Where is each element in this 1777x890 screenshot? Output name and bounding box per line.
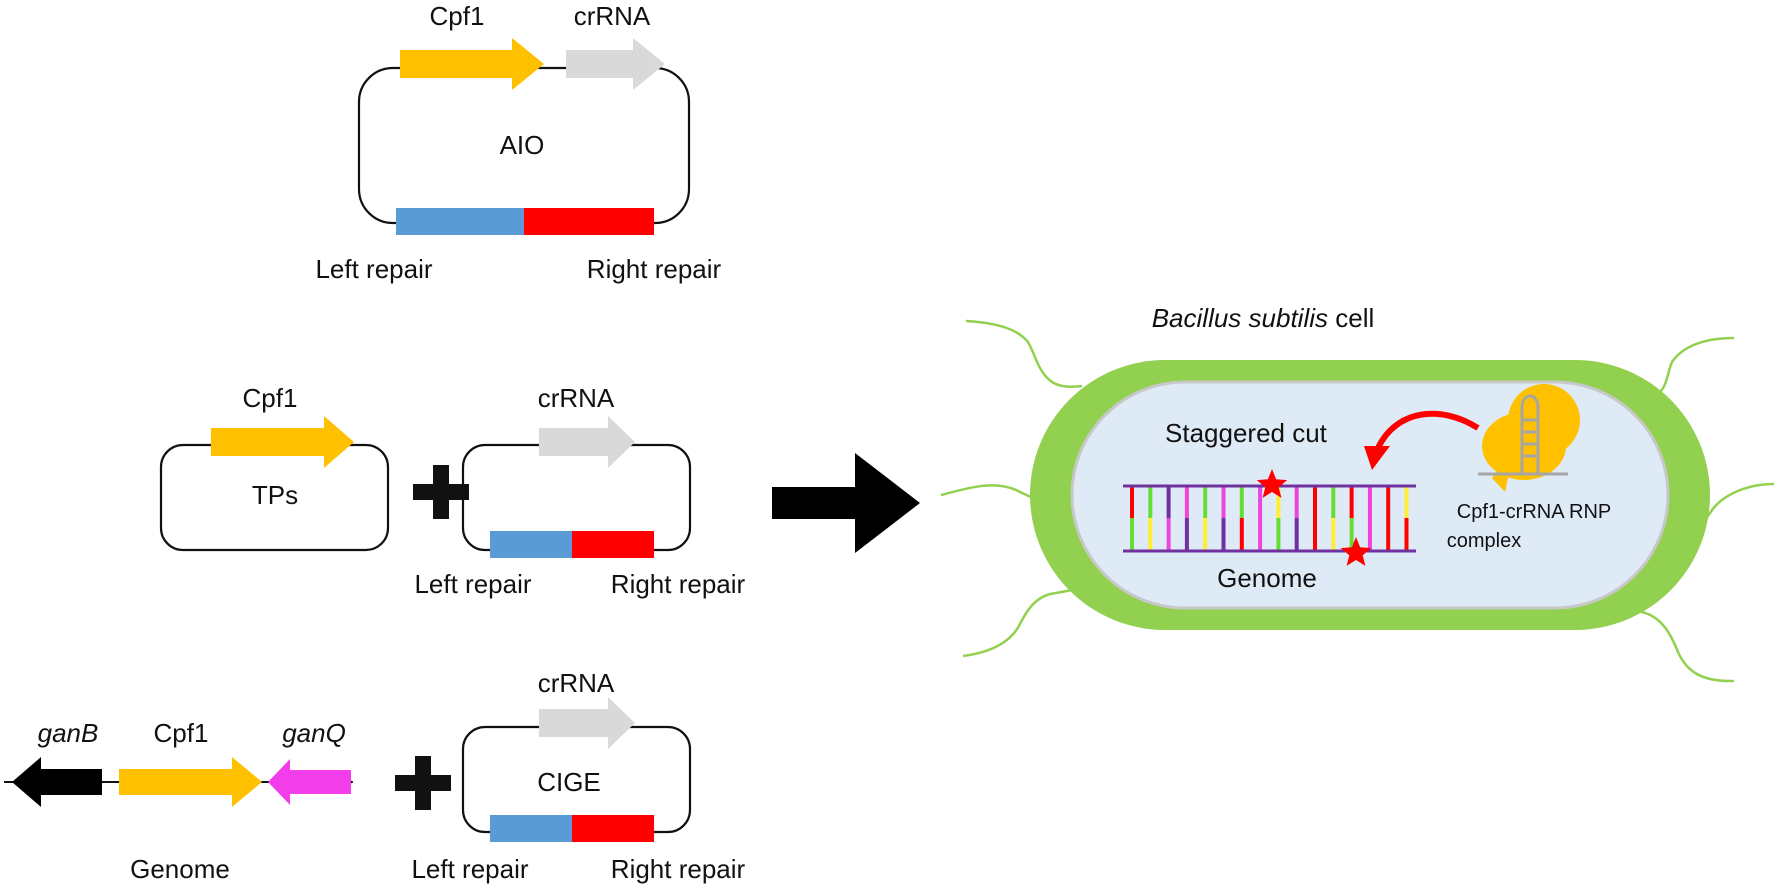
cige-right-repair-block (572, 815, 654, 842)
tps-cpf1-label: Cpf1 (243, 383, 298, 413)
aio-plasmid-group: Cpf1 crRNA AIO Left repair Right repair (315, 1, 721, 284)
staggered-cut-label: Staggered cut (1165, 418, 1328, 448)
tps-left-repair-label: Left repair (414, 569, 531, 599)
aio-right-repair-label: Right repair (587, 254, 722, 284)
cut-curved-arrow-body (1375, 410, 1480, 450)
rnp-label-line2: complex (1447, 530, 1521, 552)
tps-crrna-label: crRNA (538, 383, 615, 413)
ganB-label: ganB (38, 718, 99, 748)
cige-crrna-gene-arrow (539, 697, 635, 749)
aio-right-repair-block (524, 208, 654, 235)
aio-plasmid-name: AIO (500, 130, 545, 160)
flagellum-bottom-right (1617, 606, 1735, 683)
cige-cpf1-gene-arrow (119, 757, 262, 807)
cpf1-crrna-rnp-complex: Cpf1-crRNA RNP complex (1447, 384, 1611, 552)
tps-left-repair-block (490, 531, 572, 558)
cige-left-repair-label: Left repair (411, 854, 528, 884)
cut-curved-arrow-head (1364, 446, 1390, 470)
ganQ-label: ganQ (282, 718, 346, 748)
cige-plus-sign (395, 756, 451, 810)
cell-title-rest: cell (1328, 303, 1374, 333)
cut-star-top (1256, 469, 1288, 498)
cige-right-repair-label: Right repair (611, 854, 746, 884)
tps-plasmid-name: TPs (252, 480, 298, 510)
flagellum-top-left (965, 319, 1083, 389)
cell-title-species: Bacillus subtilis (1152, 303, 1328, 333)
rnp-cpf1-lobe-right (1508, 384, 1580, 456)
ganB-gene-arrow (12, 757, 102, 807)
aio-left-repair-label: Left repair (315, 254, 432, 284)
rnp-crrna-hairpin (1478, 394, 1568, 476)
tps-plus-sign (413, 465, 469, 519)
cige-crrna-label: crRNA (538, 668, 615, 698)
cut-star-bottom (1340, 537, 1372, 566)
genome-dna-rungs (1130, 486, 1409, 551)
tps-crrna-gene-arrow (539, 416, 635, 468)
aio-left-repair-block (396, 208, 524, 235)
cige-genome-label: Genome (130, 854, 230, 884)
tps-right-repair-block (572, 531, 654, 558)
flagellum-bottom-left (962, 586, 1083, 658)
bacillus-cell-group: Bacillus subtilis cell Staggered cut Gen… (940, 303, 1775, 683)
cell-title: Bacillus subtilis cell (1152, 303, 1375, 333)
cige-plasmid-name: CIGE (537, 767, 601, 797)
cige-left-repair-block (490, 815, 572, 842)
aio-crrna-label: crRNA (574, 1, 651, 31)
cige-group: ganB Cpf1 ganQ Genome crRNA CIGE Left re… (4, 668, 746, 884)
ganQ-gene-arrow (268, 759, 351, 805)
aio-cpf1-label: Cpf1 (430, 1, 485, 31)
transformation-arrow (772, 453, 920, 553)
tps-right-repair-label: Right repair (611, 569, 746, 599)
rnp-label-line1: Cpf1-crRNA RNP (1457, 501, 1611, 523)
tps-group: Cpf1 TPs crRNA Left repair Right repair (159, 383, 746, 599)
tps-cpf1-gene-arrow (211, 416, 354, 468)
aio-crrna-gene-arrow (566, 38, 665, 90)
aio-cpf1-gene-arrow (400, 38, 544, 90)
cige-cpf1-label: Cpf1 (154, 718, 209, 748)
cell-genome-label: Genome (1217, 563, 1317, 593)
